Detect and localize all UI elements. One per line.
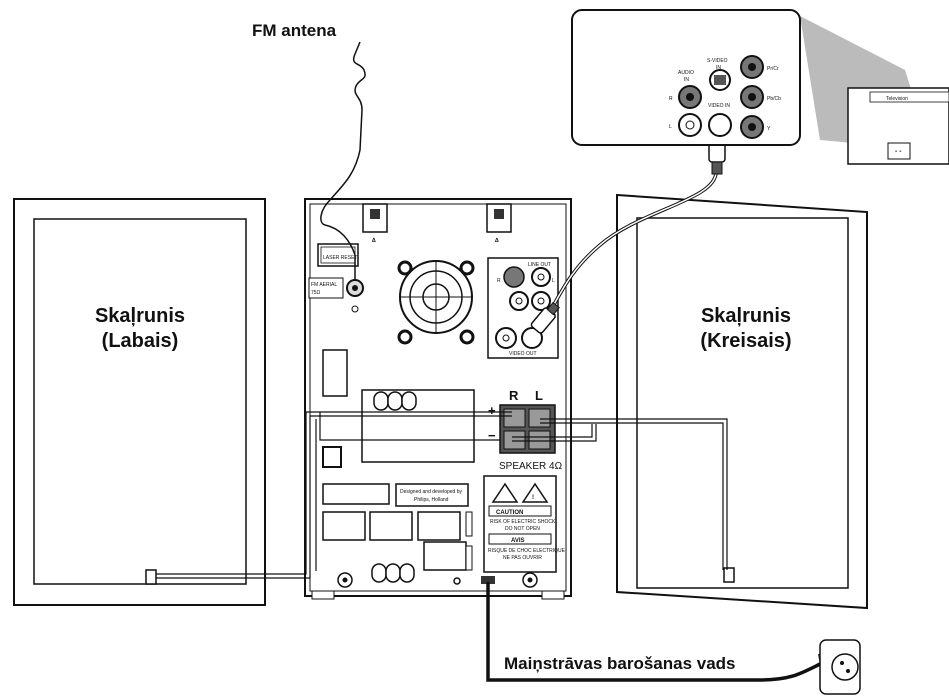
ac-power-cord: Maiņstrāvas barošanas vads bbox=[486, 582, 861, 695]
line-out-panel: LINE OUT VIDEO OUT L R bbox=[487, 257, 559, 359]
svg-text:∆: ∆ bbox=[495, 237, 499, 244]
svg-text:Pb/Cb: Pb/Cb bbox=[767, 96, 781, 102]
speaker-left-label-1: Skaļrunis bbox=[701, 305, 791, 327]
caution-text: CAUTION bbox=[496, 510, 523, 516]
main-unit: ∆ ∆ LASER RESET FM AERIAL 75Ω LINE OUT bbox=[304, 198, 572, 600]
svg-text:NE PAS OUVRIR: NE PAS OUVRIR bbox=[503, 555, 542, 561]
svg-text:DO NOT OPEN: DO NOT OPEN bbox=[505, 526, 540, 532]
svg-text:L: L bbox=[669, 124, 672, 130]
svg-text:Y: Y bbox=[767, 126, 771, 132]
terminal-l-label: L bbox=[535, 388, 543, 403]
television-label: Television bbox=[886, 96, 908, 102]
speaker-left: Skaļrunis (Kreisais) bbox=[616, 193, 868, 610]
svg-text:RISQUE DE CHOC ELECTRIQUE: RISQUE DE CHOC ELECTRIQUE bbox=[488, 548, 566, 554]
television: Television ⚬⚬ bbox=[847, 87, 949, 165]
ac-cord-label: Maiņstrāvas barošanas vads bbox=[504, 654, 736, 673]
svg-text:⚬⚬: ⚬⚬ bbox=[894, 149, 902, 155]
svg-text:75Ω: 75Ω bbox=[311, 290, 321, 296]
caution-label: ! CAUTION RISK OF ELECTRIC SHOCK DO NOT … bbox=[483, 475, 566, 573]
speaker-right: Skaļrunis (Labais) bbox=[13, 198, 266, 606]
svg-text:FM AERIAL: FM AERIAL bbox=[311, 282, 337, 288]
svg-text:RISK OF ELECTRIC SHOCK: RISK OF ELECTRIC SHOCK bbox=[490, 519, 556, 525]
speaker-right-label-1: Skaļrunis bbox=[95, 305, 185, 327]
svg-text:IN: IN bbox=[716, 65, 721, 71]
video-out-label: VIDEO OUT bbox=[509, 351, 537, 357]
terminal-r-label: R bbox=[509, 388, 519, 403]
svg-text:Pr/Cr: Pr/Cr bbox=[767, 66, 779, 72]
svg-text:L: L bbox=[552, 278, 555, 284]
speaker-left-label-2: (Kreisais) bbox=[700, 330, 791, 352]
svg-text:Designed and developed by: Designed and developed by bbox=[400, 489, 462, 495]
svg-text:R: R bbox=[669, 96, 673, 102]
avis-text: AVIS bbox=[511, 538, 525, 544]
svg-text:Philips, Holland: Philips, Holland bbox=[414, 497, 449, 503]
line-out-label: LINE OUT bbox=[528, 262, 551, 268]
svg-text:∆: ∆ bbox=[372, 237, 376, 244]
svg-text:VIDEO IN: VIDEO IN bbox=[708, 103, 730, 109]
fm-antenna: FM antena bbox=[252, 21, 366, 280]
svg-text:IN: IN bbox=[684, 77, 689, 83]
svg-text:R: R bbox=[497, 278, 501, 284]
speaker-impedance-label: SPEAKER 4Ω bbox=[499, 461, 563, 472]
minus-label: − bbox=[488, 428, 496, 443]
svg-text:!: ! bbox=[532, 495, 534, 501]
svg-text:S-VIDEO: S-VIDEO bbox=[707, 58, 728, 64]
speaker-wires bbox=[156, 411, 728, 579]
speaker-right-label-2: (Labais) bbox=[102, 330, 179, 352]
speaker-terminals: R L + − SPEAKER 4Ω bbox=[488, 388, 563, 472]
svg-text:LASER RESET: LASER RESET bbox=[323, 255, 357, 261]
plus-label: + bbox=[488, 403, 496, 418]
svg-text:AUDIO: AUDIO bbox=[678, 70, 694, 76]
fm-antenna-label: FM antena bbox=[252, 21, 337, 40]
fan-vent bbox=[397, 260, 475, 345]
